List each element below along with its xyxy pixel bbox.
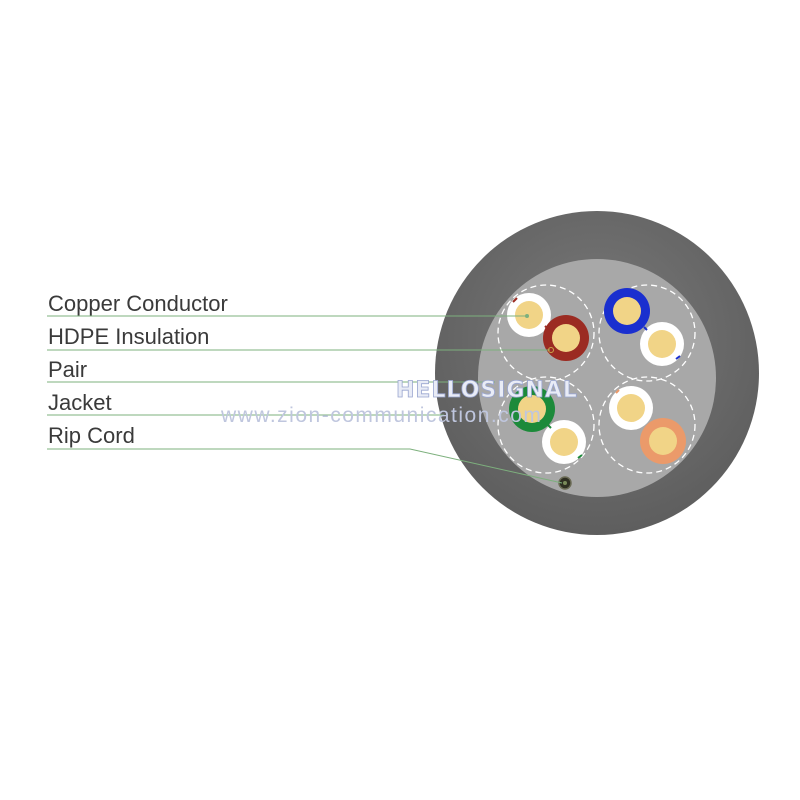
copper-conductor [550, 428, 578, 456]
copper-conductor [515, 301, 543, 329]
label-copper-conductor: Copper Conductor [48, 291, 228, 316]
copper-conductor [617, 394, 645, 422]
pair-boundary-bottom-left [497, 376, 595, 474]
copper-conductor [649, 427, 677, 455]
stripe-marker [675, 355, 681, 360]
pair-boundary-top-right [598, 284, 696, 382]
stripe-marker [577, 454, 583, 459]
pair-boundary-bottom-right [598, 376, 696, 474]
stripe-marker [512, 297, 518, 303]
label-jacket: Jacket [48, 390, 112, 415]
pair-boundary-top-left [497, 284, 595, 382]
label-pair: Pair [48, 357, 87, 382]
copper-conductor [648, 330, 676, 358]
stripe-marker [547, 424, 552, 429]
watermark-url: www.zion-communication.com [220, 404, 542, 427]
leader-line-rip-cord [47, 448, 563, 484]
stripe-marker [615, 389, 620, 394]
leader-lines [47, 315, 563, 484]
copper-conductor [613, 297, 641, 325]
copper-conductor [518, 395, 546, 423]
stripe-marker [643, 326, 648, 331]
leader-dot-copper [525, 314, 529, 318]
stripe-marker [544, 325, 549, 330]
label-rip-cord: Rip Cord [48, 423, 135, 448]
watermark-brand: HELLOSIGNAL [396, 378, 578, 403]
rip-cord-center [563, 481, 567, 485]
label-hdpe-insulation: HDPE Insulation [48, 324, 209, 349]
leader-dot-insulation [548, 347, 554, 353]
copper-conductor [552, 324, 580, 352]
